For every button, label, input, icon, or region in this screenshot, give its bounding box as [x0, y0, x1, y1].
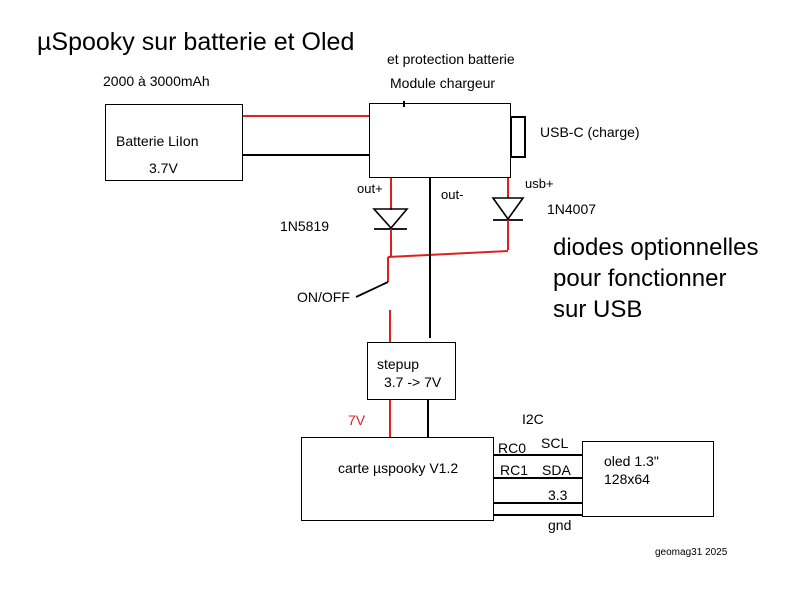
gnd-label: gnd	[548, 517, 572, 533]
diode-1n4007-symbol	[491, 197, 525, 221]
seven-volt-label: 7V	[348, 412, 366, 428]
diode-1n5819-label: 1N5819	[280, 218, 330, 234]
on-off-switch-label: ON/OFF	[297, 289, 350, 305]
battery-name: Batterie LiIon	[116, 133, 199, 149]
note-line-1: diodes optionnelles	[553, 234, 759, 261]
author-credit: geomag31 2025	[655, 547, 728, 558]
oled-box	[582, 441, 714, 517]
i2c-label: I2C	[522, 411, 544, 427]
on-off-switch-lever	[355, 281, 389, 298]
diode-1n5819-symbol	[372, 208, 409, 230]
diode-join-wire	[387, 250, 509, 258]
stepup-ratio: 3.7 -> 7V	[384, 374, 442, 390]
rc1-label: RC1	[500, 462, 529, 478]
charger-protection-label: et protection batterie	[387, 51, 515, 67]
page-title: µSpooky sur batterie et Oled	[37, 28, 355, 56]
stepup-name: stepup	[377, 356, 420, 372]
uspooky-board-label: carte µspooky V1.2	[338, 460, 459, 476]
sda-label: SDA	[542, 462, 571, 478]
note-line-2: pour fonctionner	[553, 265, 727, 292]
diode-1n4007-label: 1N4007	[547, 201, 597, 217]
out-minus-label: out-	[441, 187, 464, 202]
note-line-3: sur USB	[553, 296, 643, 323]
usb-plus-label: usb+	[525, 176, 554, 191]
uspooky-board-box	[301, 437, 494, 521]
oled-resolution-label: 128x64	[604, 471, 650, 487]
out-plus-label: out+	[357, 181, 383, 196]
charger-module-box	[369, 103, 511, 178]
battery-voltage: 3.7V	[149, 160, 178, 176]
stepup-box	[367, 342, 456, 400]
usb-c-label: USB-C (charge)	[540, 124, 640, 140]
scl-label: SCL	[541, 435, 569, 451]
usb-c-connector	[510, 116, 526, 158]
v33-label: 3.3	[548, 487, 568, 503]
charger-module-label: Module chargeur	[390, 75, 496, 91]
rc0-label: RC0	[498, 440, 527, 456]
battery-box	[105, 104, 243, 181]
battery-capacity-label: 2000 à 3000mAh	[103, 73, 210, 89]
oled-size-label: oled 1.3"	[604, 453, 659, 469]
